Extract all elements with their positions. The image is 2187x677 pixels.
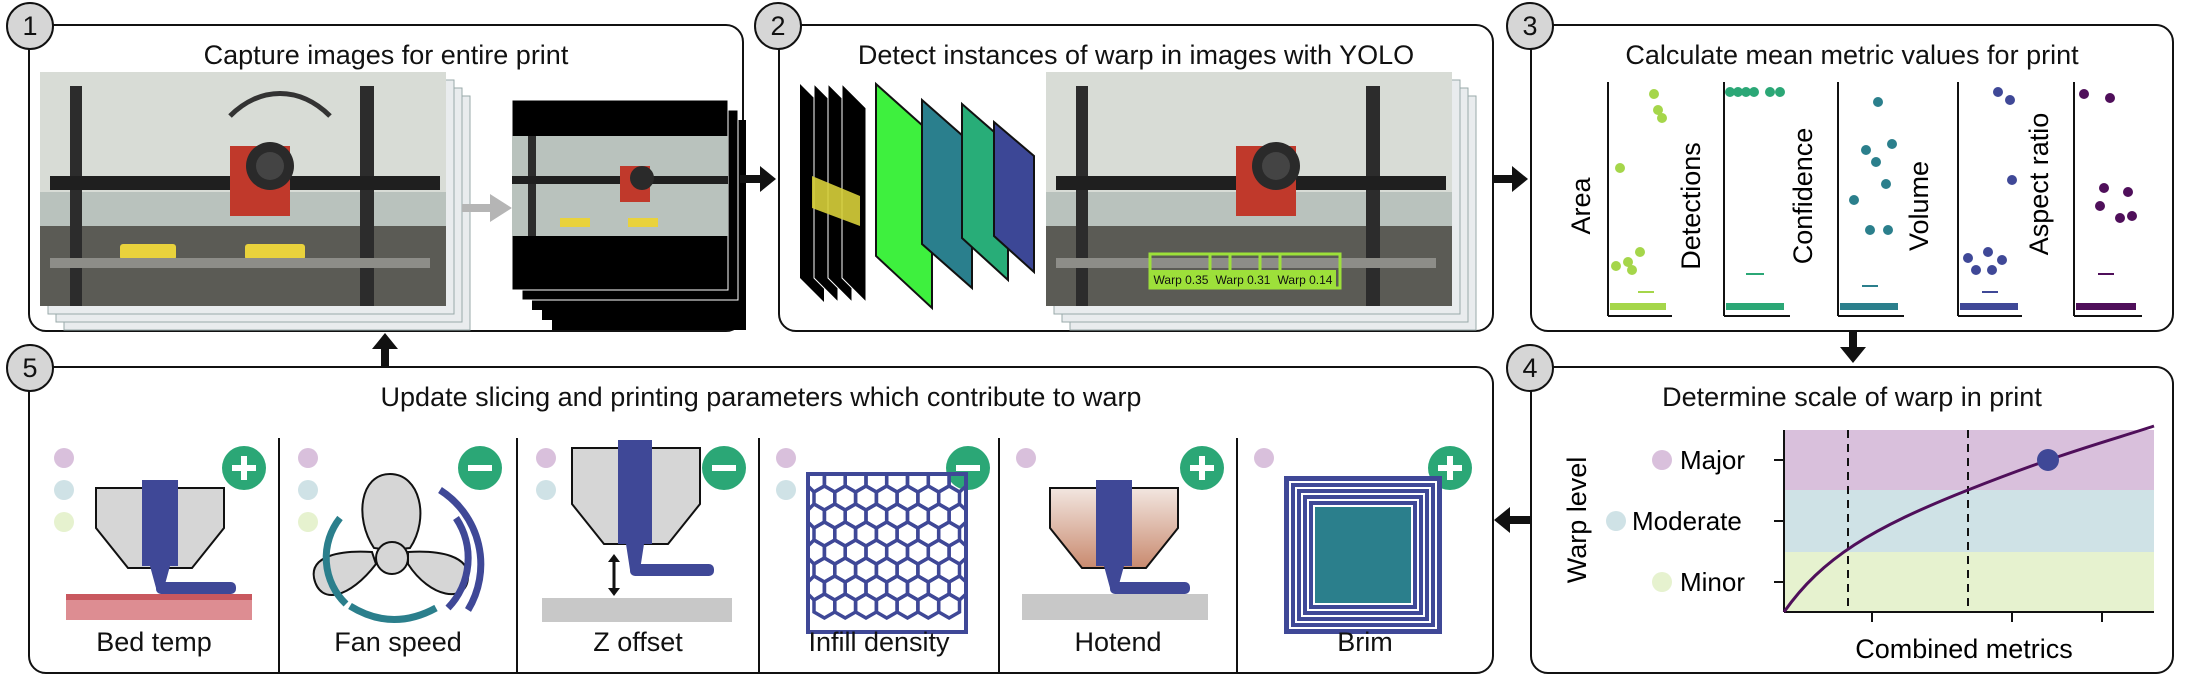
arrow-2-to-3: [1492, 166, 1528, 192]
honeycomb-cell: [874, 591, 899, 621]
honeycomb-cell: [812, 591, 837, 621]
y-axis-label: Warp level: [1562, 457, 1592, 584]
honeycomb-cell: [833, 591, 858, 621]
metric-strip-plots: Area Detections Confidence: [1566, 82, 2142, 317]
step-4-title: Determine scale of warp in print: [1662, 382, 2042, 412]
divider-2: [516, 438, 518, 672]
x-axis-label: Combined metrics: [1855, 634, 2073, 664]
honeycomb-cell: [895, 591, 920, 621]
metric-label-detections: Detections: [1676, 142, 1706, 270]
honeycomb-cell: [853, 591, 879, 621]
metric-label-confidence: Confidence: [1788, 128, 1818, 265]
arrow-1-to-2: [740, 166, 776, 192]
step-4-badge: 4: [1506, 344, 1554, 392]
capture-illustration: [40, 72, 746, 331]
step-4-panel: Determine scale of warp in print Major M…: [1530, 366, 2174, 674]
divider-5: [1236, 438, 1238, 672]
arrow-5-to-1: [372, 333, 398, 367]
detection-label-2: Warp 0.31: [1216, 273, 1271, 287]
warp-scale-plot: Major Moderate Minor Warp level Combined…: [1562, 424, 2155, 664]
step-1-panel: Capture images for entire print: [28, 24, 746, 332]
step-3-badge: 3: [1506, 2, 1554, 50]
step-2-title: Detect instances of warp in images with …: [857, 40, 1415, 70]
step-1-title: Capture images for entire print: [203, 40, 569, 70]
level-minor: Minor: [1680, 567, 1745, 597]
param-bed-temp: Bed temp: [30, 368, 278, 672]
masked-photo: [512, 136, 728, 236]
divider-4: [998, 438, 1000, 672]
step-2-panel: Detect instances of warp in images with …: [778, 24, 1494, 332]
print-warp-marker: [2037, 449, 2059, 471]
detection-photo: Warp 0.35 Warp 0.31 Warp 0.14: [1046, 72, 1477, 331]
metric-label-volume: Volume: [1904, 161, 1934, 251]
honeycomb-icon: [806, 472, 968, 621]
param-label: Z offset: [593, 627, 683, 657]
param-brim: Brim: [1238, 368, 1492, 672]
step-1-badge: 1: [6, 2, 54, 50]
param-label: Brim: [1337, 627, 1393, 657]
step-5-badge: 5: [6, 344, 54, 392]
honeycomb-cell: [936, 591, 962, 621]
printer-photo: [40, 72, 446, 306]
honeycomb-cell: [916, 591, 941, 621]
arrow-4-to-5: [1494, 507, 1530, 533]
level-moderate: Moderate: [1632, 506, 1742, 536]
detection-label-1: Warp 0.35: [1154, 273, 1209, 287]
arrow-3-to-4: [1840, 331, 1866, 363]
param-label: Bed temp: [96, 627, 212, 657]
param-label: Infill density: [808, 627, 950, 657]
step-3-title: Calculate mean metric values for print: [1625, 40, 2079, 70]
divider-3: [758, 438, 760, 672]
step-5-title: Update slicing and printing parameters w…: [380, 382, 1142, 412]
param-fan-speed: Fan speed: [280, 368, 516, 672]
detection-label-3: Warp 0.14: [1278, 273, 1333, 287]
level-major: Major: [1680, 445, 1745, 475]
step-5-panel: Update slicing and printing parameters w…: [28, 366, 1494, 674]
param-hotend: Hotend: [1000, 368, 1236, 672]
step-2-badge: 2: [754, 2, 802, 50]
yolo-layers: [800, 81, 1035, 311]
metric-label-area: Area: [1566, 177, 1596, 235]
divider-1: [278, 438, 280, 672]
param-label: Fan speed: [334, 627, 462, 657]
param-z-offset: Z offset: [518, 368, 758, 672]
step-3-panel: Calculate mean metric values for print A…: [1530, 24, 2174, 332]
param-label: Hotend: [1074, 627, 1162, 657]
metric-label-aspect-ratio: Aspect ratio: [2024, 113, 2054, 256]
param-infill-density: Infill density: [760, 368, 998, 672]
